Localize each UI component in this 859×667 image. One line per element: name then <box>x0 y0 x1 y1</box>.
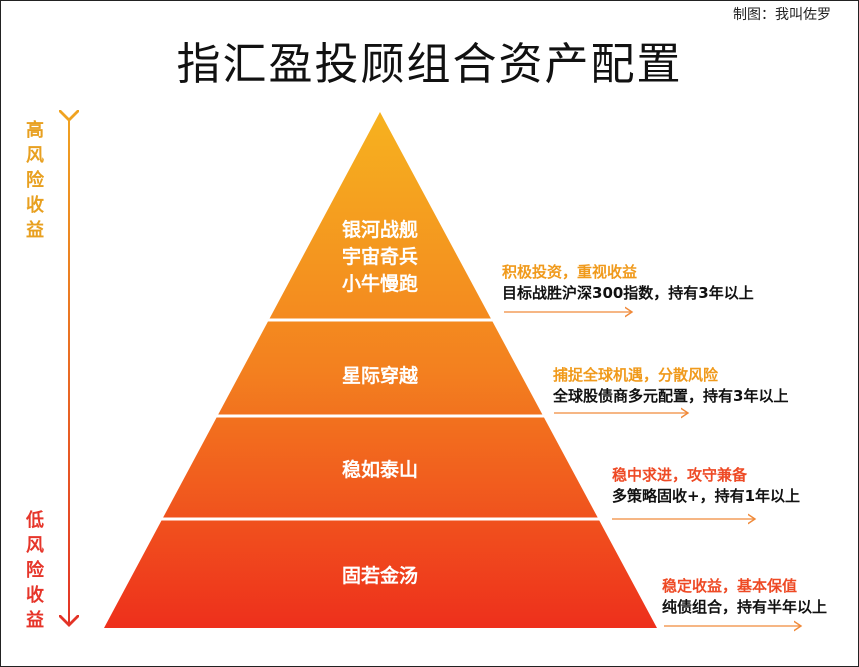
tier-4-description: 稳定收益，基本保值 纯债组合，持有半年以上 <box>662 576 827 618</box>
pyramid-shape <box>104 112 657 628</box>
credit-text: 制图：我叫佐罗 <box>733 7 831 23</box>
tier-3-highlight: 稳中求进，攻守兼备 <box>612 466 748 484</box>
tier-1-detail: 目标战胜沪深300指数，持有3年以上 <box>502 284 754 302</box>
tier-2-detail: 全球股债商多元配置，持有3年以上 <box>553 387 789 405</box>
tier-2-description: 捕捉全球机遇，分散风险 全球股债商多元配置，持有3年以上 <box>553 365 788 407</box>
high-risk-label: 高风险收益 <box>26 120 44 241</box>
tier-1-name-2: 宇宙奇兵 <box>341 246 418 268</box>
page-title: 指汇盈投顾组合资产配置 <box>176 39 683 90</box>
tier-1-names: 银河战舰 宇宙奇兵 小牛慢跑 <box>320 217 440 298</box>
tier-4-highlight: 稳定收益，基本保值 <box>662 577 798 595</box>
tier-1-description: 积极投资，重视收益 目标战胜沪深300指数，持有3年以上 <box>502 262 754 304</box>
tier-3-description: 稳中求进，攻守兼备 多策略固收+，持有1年以上 <box>612 465 800 507</box>
tier-2-highlight: 捕捉全球机遇，分散风险 <box>553 366 719 384</box>
tier-3-detail: 多策略固收+，持有1年以上 <box>612 487 801 505</box>
tier-3-name: 稳如泰山 <box>341 459 418 481</box>
tier-1-name-1: 银河战舰 <box>341 219 418 241</box>
tier-2-name: 星际穿越 <box>341 365 418 387</box>
tier-1-name-3: 小牛慢跑 <box>341 273 418 295</box>
tier-4-detail: 纯债组合，持有半年以上 <box>662 598 828 616</box>
tier-4-name: 固若金汤 <box>341 565 418 587</box>
low-risk-label: 低风险收益 <box>26 510 44 631</box>
tier-1-highlight: 积极投资，重视收益 <box>502 263 638 281</box>
